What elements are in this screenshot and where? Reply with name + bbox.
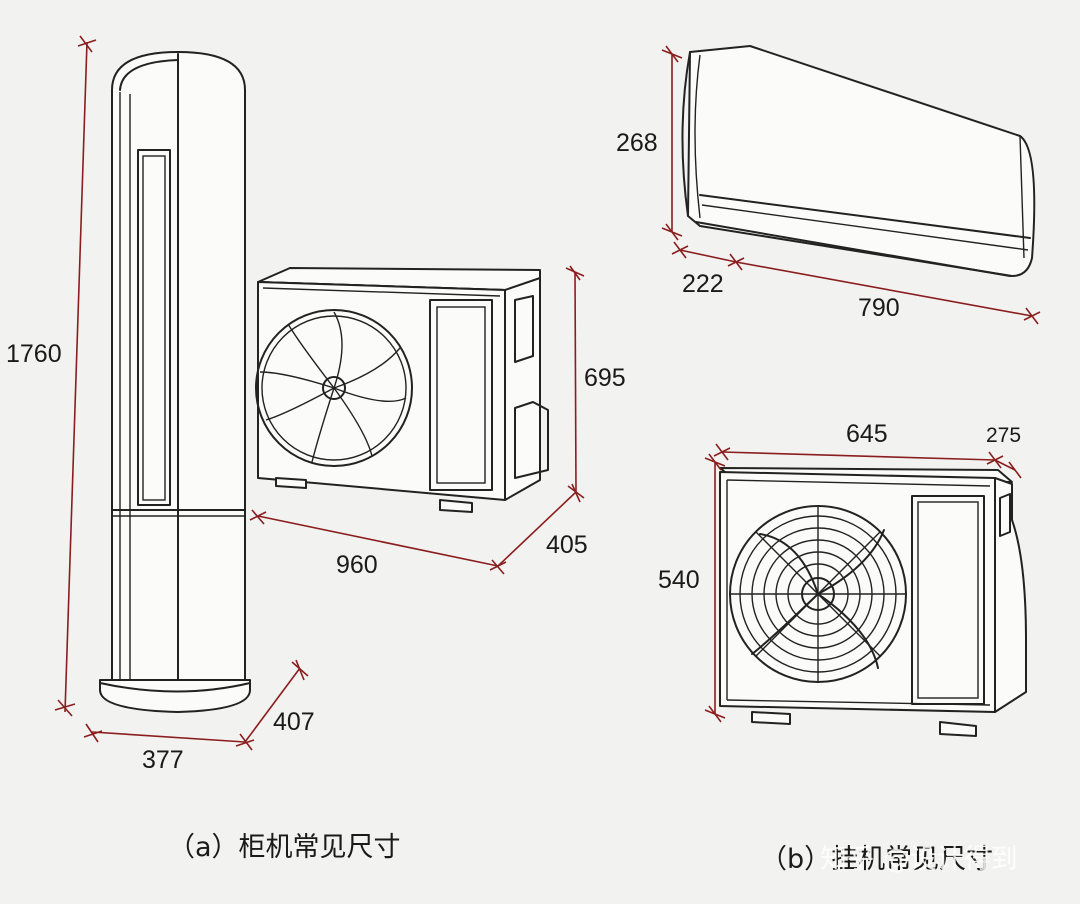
outdoor-b-dimensions (704, 443, 1022, 723)
wall-height-label: 268 (616, 129, 658, 157)
wall-depth-label: 222 (682, 270, 724, 298)
outdoor-a-depth-label: 405 (546, 531, 588, 559)
outdoor-b-height-label: 540 (658, 566, 700, 594)
caption-a: （a）柜机常见尺寸 (168, 832, 401, 863)
cabinet-width-label: 377 (142, 746, 184, 774)
cabinet-dimensions (54, 35, 309, 751)
wall-unit (681, 45, 1036, 277)
outdoor-b-depth-label: 275 (986, 424, 1021, 447)
fan-guard-b (729, 505, 907, 683)
cabinet-unit (99, 51, 251, 713)
outdoor-a-width-label: 960 (336, 551, 378, 579)
cabinet-height-label: 1760 (6, 340, 62, 368)
wall-unit-dimensions (661, 45, 1041, 325)
watermark: 知乎 @设计得到 (820, 844, 1018, 875)
fan-blades-a (259, 311, 407, 463)
outdoor-unit-a (255, 267, 549, 513)
cabinet-depth-label: 407 (273, 708, 315, 736)
outdoor-a-dimensions (249, 265, 585, 575)
outdoor-unit-b (719, 467, 1027, 737)
caption-b: （b）挂机常见尺寸 (760, 844, 993, 875)
outdoor-b-width-label: 645 (846, 420, 888, 448)
outdoor-a-height-label: 695 (584, 364, 626, 392)
wall-width-label: 790 (858, 294, 900, 322)
